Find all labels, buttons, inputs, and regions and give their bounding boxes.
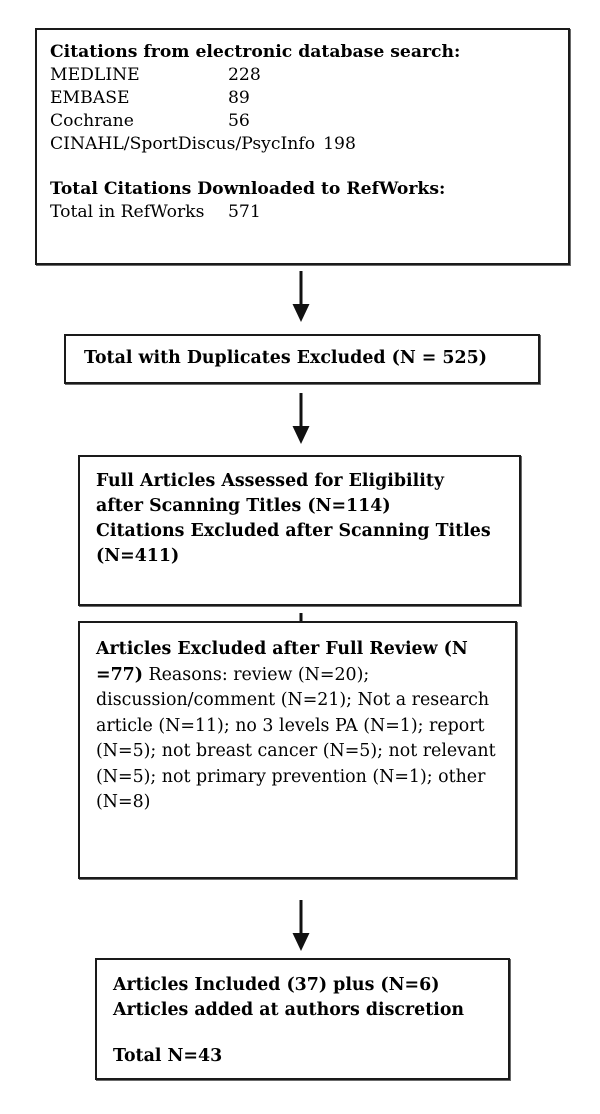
database-count: 198 bbox=[323, 133, 356, 154]
node-articles-excluded-full-review: Articles Excluded after Full Review (N =… bbox=[78, 621, 517, 879]
table-row: EMBASE 89 bbox=[50, 87, 556, 110]
node-articles-included: Articles Included (37) plus (N=6) Articl… bbox=[95, 958, 510, 1080]
database-label: EMBASE bbox=[50, 87, 130, 108]
excluded-reasons-text: Reasons: review (N=20); discussion/comme… bbox=[96, 664, 496, 813]
node-excluded-content: Articles Excluded after Full Review (N =… bbox=[80, 623, 515, 816]
table-row: Total in RefWorks 571 bbox=[50, 201, 556, 224]
down-arrow-icon bbox=[292, 393, 310, 444]
blank-line bbox=[50, 155, 556, 178]
arrow-duplicates-to-assessed bbox=[288, 393, 314, 445]
database-label: CINAHL/SportDiscus/PsycInfo bbox=[50, 133, 316, 154]
table-row: CINAHL/SportDiscus/PsycInfo 198 bbox=[50, 133, 556, 156]
table-row: Cochrane 56 bbox=[50, 110, 556, 133]
arrow-citations-to-duplicates bbox=[288, 271, 314, 323]
arrow-excluded-to-included bbox=[288, 900, 314, 952]
node-citations-content: Citations from electronic database searc… bbox=[37, 30, 568, 232]
node-full-articles-assessed: Full Articles Assessed for Eligibility a… bbox=[78, 455, 521, 606]
database-label: MEDLINE bbox=[50, 64, 140, 85]
refworks-total-label: Total in RefWorks bbox=[50, 202, 205, 223]
assessed-line-2: after Scanning Titles (N=114) bbox=[96, 496, 391, 517]
node-included-content: Articles Included (37) plus (N=6) Articl… bbox=[97, 960, 508, 1070]
node-citations-from-databases: Citations from electronic database searc… bbox=[35, 28, 570, 265]
down-arrow-icon bbox=[292, 271, 310, 322]
duplicates-text: Total with Duplicates Excluded (N = 525) bbox=[84, 348, 487, 368]
included-line-2: Articles added at authors discretion bbox=[113, 1000, 465, 1021]
database-label: Cochrane bbox=[50, 110, 134, 131]
included-line-1: Articles Included (37) plus (N=6) bbox=[113, 975, 440, 995]
excluded-bold-lead: Articles Excluded after Full Review (N =… bbox=[96, 639, 468, 685]
down-arrow-icon bbox=[292, 900, 310, 951]
assessed-line-4: (N=411) bbox=[96, 546, 180, 567]
database-count: 56 bbox=[228, 110, 250, 131]
node-assessed-content: Full Articles Assessed for Eligibility a… bbox=[80, 457, 519, 569]
refworks-total-count: 571 bbox=[228, 202, 261, 223]
included-total-line: Total N=43 bbox=[113, 1046, 223, 1067]
database-count: 228 bbox=[228, 64, 261, 85]
database-count: 89 bbox=[228, 87, 250, 108]
citations-heading: Citations from electronic database searc… bbox=[50, 42, 461, 62]
assessed-line-1: Full Articles Assessed for Eligibility bbox=[96, 471, 444, 491]
node-total-duplicates-excluded: Total with Duplicates Excluded (N = 525) bbox=[64, 334, 540, 384]
assessed-line-3: Citations Excluded after Scanning Titles bbox=[96, 521, 491, 542]
table-row: MEDLINE 228 bbox=[50, 64, 556, 87]
refworks-heading: Total Citations Downloaded to RefWorks: bbox=[50, 179, 446, 200]
